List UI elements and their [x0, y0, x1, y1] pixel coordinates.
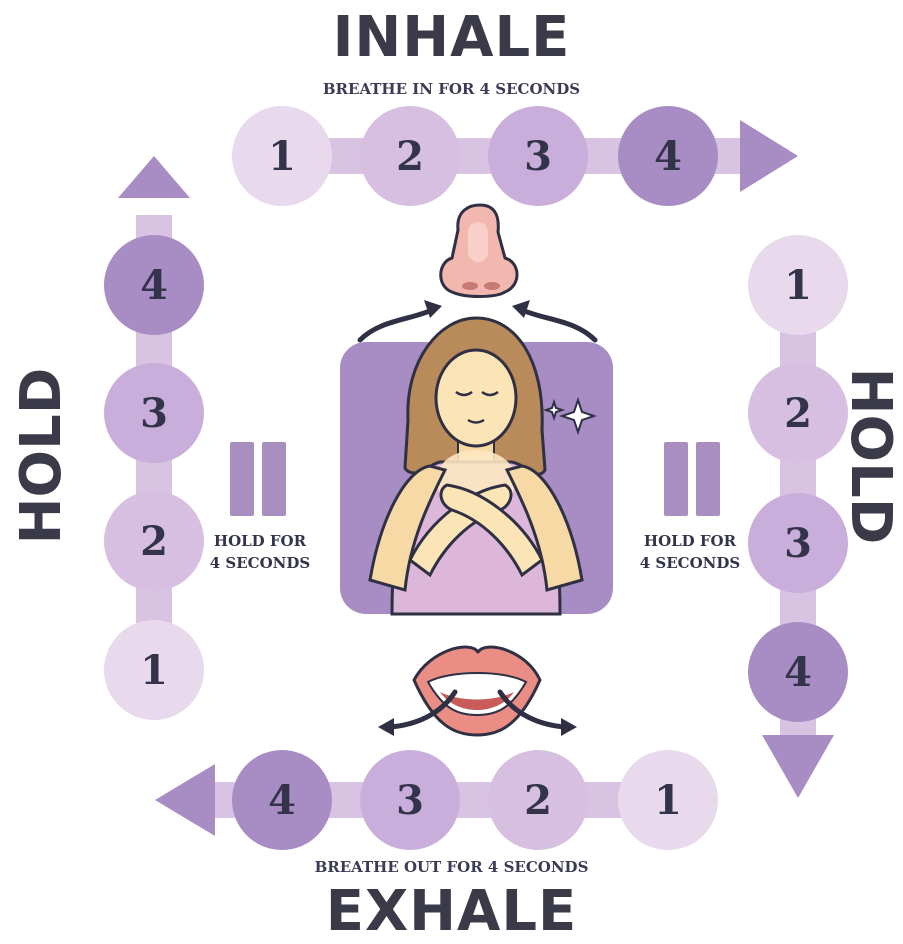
- exhale-step-4-label: 4: [268, 777, 296, 824]
- nose-icon: [441, 205, 517, 297]
- hold-right-arrowhead: [762, 735, 834, 798]
- mouth-icon: [414, 647, 540, 735]
- inhale-track: 1 2 3 4: [232, 106, 798, 206]
- inhale-step-1-label: 1: [268, 133, 296, 180]
- inhale-step-2-label: 2: [396, 133, 424, 180]
- inhale-step-4-label: 4: [654, 133, 682, 180]
- exhale-track: 1 2 3 4: [155, 750, 718, 850]
- hold-left-arrowhead: [118, 156, 190, 198]
- hold-right-step-2-label: 2: [784, 390, 812, 437]
- hold-left-step-4-label: 4: [140, 262, 168, 309]
- hold-left-track: 1 2 3 4: [104, 156, 204, 720]
- hold-right-step-3-label: 3: [784, 520, 812, 567]
- inhale-arrowhead: [740, 120, 798, 192]
- exhale-step-3-label: 3: [396, 777, 424, 824]
- hold-right-step-4-label: 4: [784, 649, 812, 696]
- hold-left-step-2-label: 2: [140, 518, 168, 565]
- exhale-arrowhead: [155, 764, 215, 836]
- hold-left-step-3-label: 3: [140, 390, 168, 437]
- hold-right-track: 1 2 3 4: [748, 235, 848, 798]
- hold-left-step-1-label: 1: [140, 647, 168, 694]
- hold-right-step-1-label: 1: [784, 262, 812, 309]
- inhale-step-3-label: 3: [524, 133, 552, 180]
- woman-illustration: [340, 318, 613, 614]
- exhale-step-2-label: 2: [524, 777, 552, 824]
- exhale-step-1-label: 1: [654, 777, 682, 824]
